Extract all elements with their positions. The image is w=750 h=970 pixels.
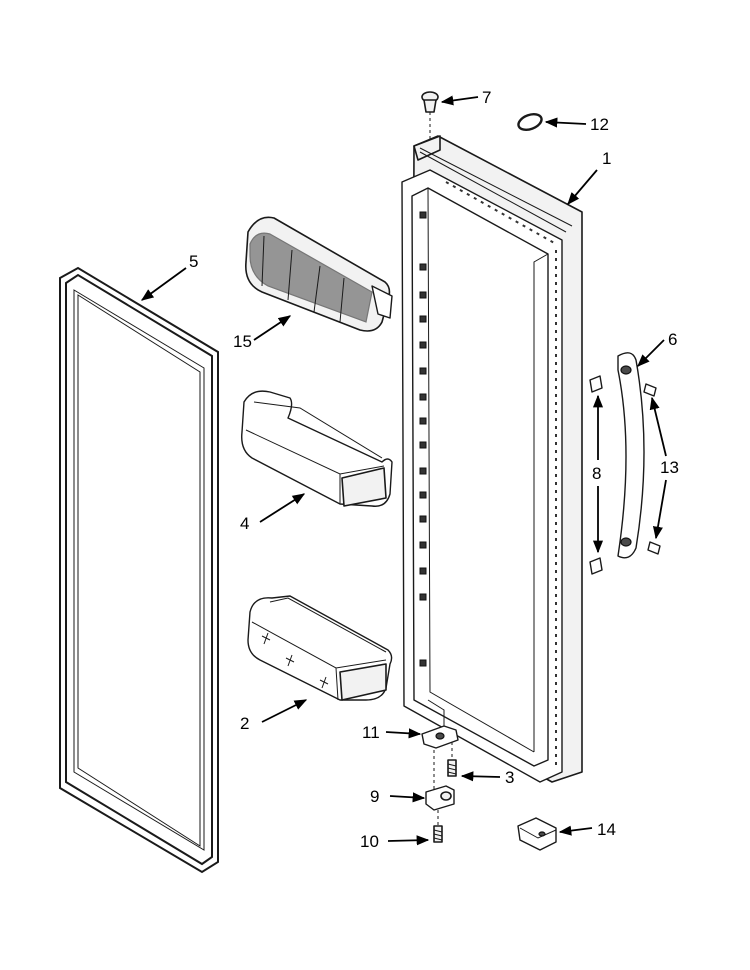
shelf-stud-column [419,211,427,667]
hinge-cover-part[interactable] [517,817,557,851]
callout-12[interactable]: 12 [590,115,609,134]
callout-9[interactable]: 9 [370,787,379,806]
callout-11[interactable]: 11 [362,723,380,742]
door-bin-lower-part[interactable] [247,595,393,701]
callout-7[interactable]: 7 [482,88,491,107]
handle-set-screw-part[interactable] [643,383,661,555]
refrigerator-door-assembly-part[interactable] [401,135,583,783]
callout-3[interactable]: 3 [505,768,514,787]
lower-hinge-part[interactable] [425,750,455,811]
hinge-screw-part[interactable] [447,742,457,777]
covered-door-bin-part[interactable] [245,216,393,332]
hinge-bracket-part[interactable] [421,725,459,749]
top-hinge-pin-part[interactable] [421,91,439,140]
callout-labels: 1 2 3 4 5 6 7 8 9 10 11 12 13 14 15 [189,88,679,851]
callout-10[interactable]: 10 [360,832,379,851]
hinge-pin-screw-part[interactable] [433,810,443,843]
callout-6[interactable]: 6 [668,330,677,349]
callout-13[interactable]: 13 [660,458,679,477]
callout-4[interactable]: 4 [240,514,249,533]
callout-1[interactable]: 1 [602,149,611,168]
callout-14[interactable]: 14 [597,820,616,839]
leader-lines [140,95,667,846]
o-ring-part[interactable] [516,111,543,132]
callout-5[interactable]: 5 [189,252,198,271]
callout-2[interactable]: 2 [240,714,249,733]
callout-15[interactable]: 15 [233,332,252,351]
handle-stud-part[interactable] [589,375,603,575]
door-bin-middle-part[interactable] [241,390,393,507]
door-handle-part[interactable] [617,352,645,559]
callout-8[interactable]: 8 [592,464,601,483]
door-gasket-part[interactable] [59,266,219,874]
